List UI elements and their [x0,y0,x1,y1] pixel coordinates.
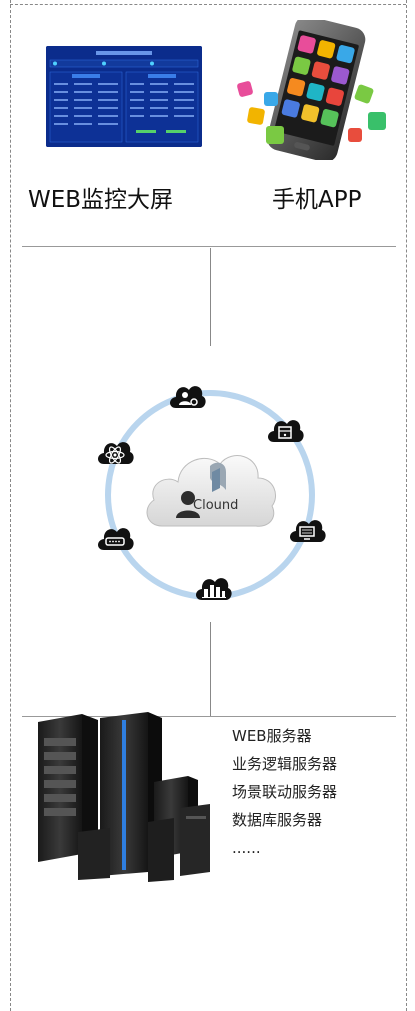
monitor-icon [288,514,326,544]
server-item-database: 数据库服务器 [232,811,323,829]
building-icon [194,572,232,602]
server-list: WEB服务器 业务逻辑服务器 场景联动服务器 数据库服务器 ...... [232,722,337,862]
web-dashboard-thumbnail [46,46,202,147]
server-item-web: WEB服务器 [232,727,312,745]
frame-left-border [10,0,11,1011]
server-item-business-logic: 业务逻辑服务器 [232,755,338,773]
divider-top [22,246,396,247]
cloud-label: Clound [193,498,239,513]
server-rack-image [38,712,218,882]
router-icon [96,522,134,552]
connector-top [210,248,211,346]
cabinet-icon [266,414,304,444]
server-item-more: ...... [232,839,261,857]
web-dashboard-label: WEB监控大屏 [28,187,174,213]
frame-top-border [10,4,406,5]
mobile-app-label: 手机APP [272,187,362,213]
connector-bottom [210,622,211,716]
mobile-phone-image [236,15,396,163]
user-gear-icon [168,380,206,410]
atom-icon [96,436,134,466]
frame-right-border [406,0,407,1011]
cloud-graphic [140,438,280,534]
divider-bottom [22,716,396,717]
server-item-scene-linkage: 场景联动服务器 [232,783,338,801]
